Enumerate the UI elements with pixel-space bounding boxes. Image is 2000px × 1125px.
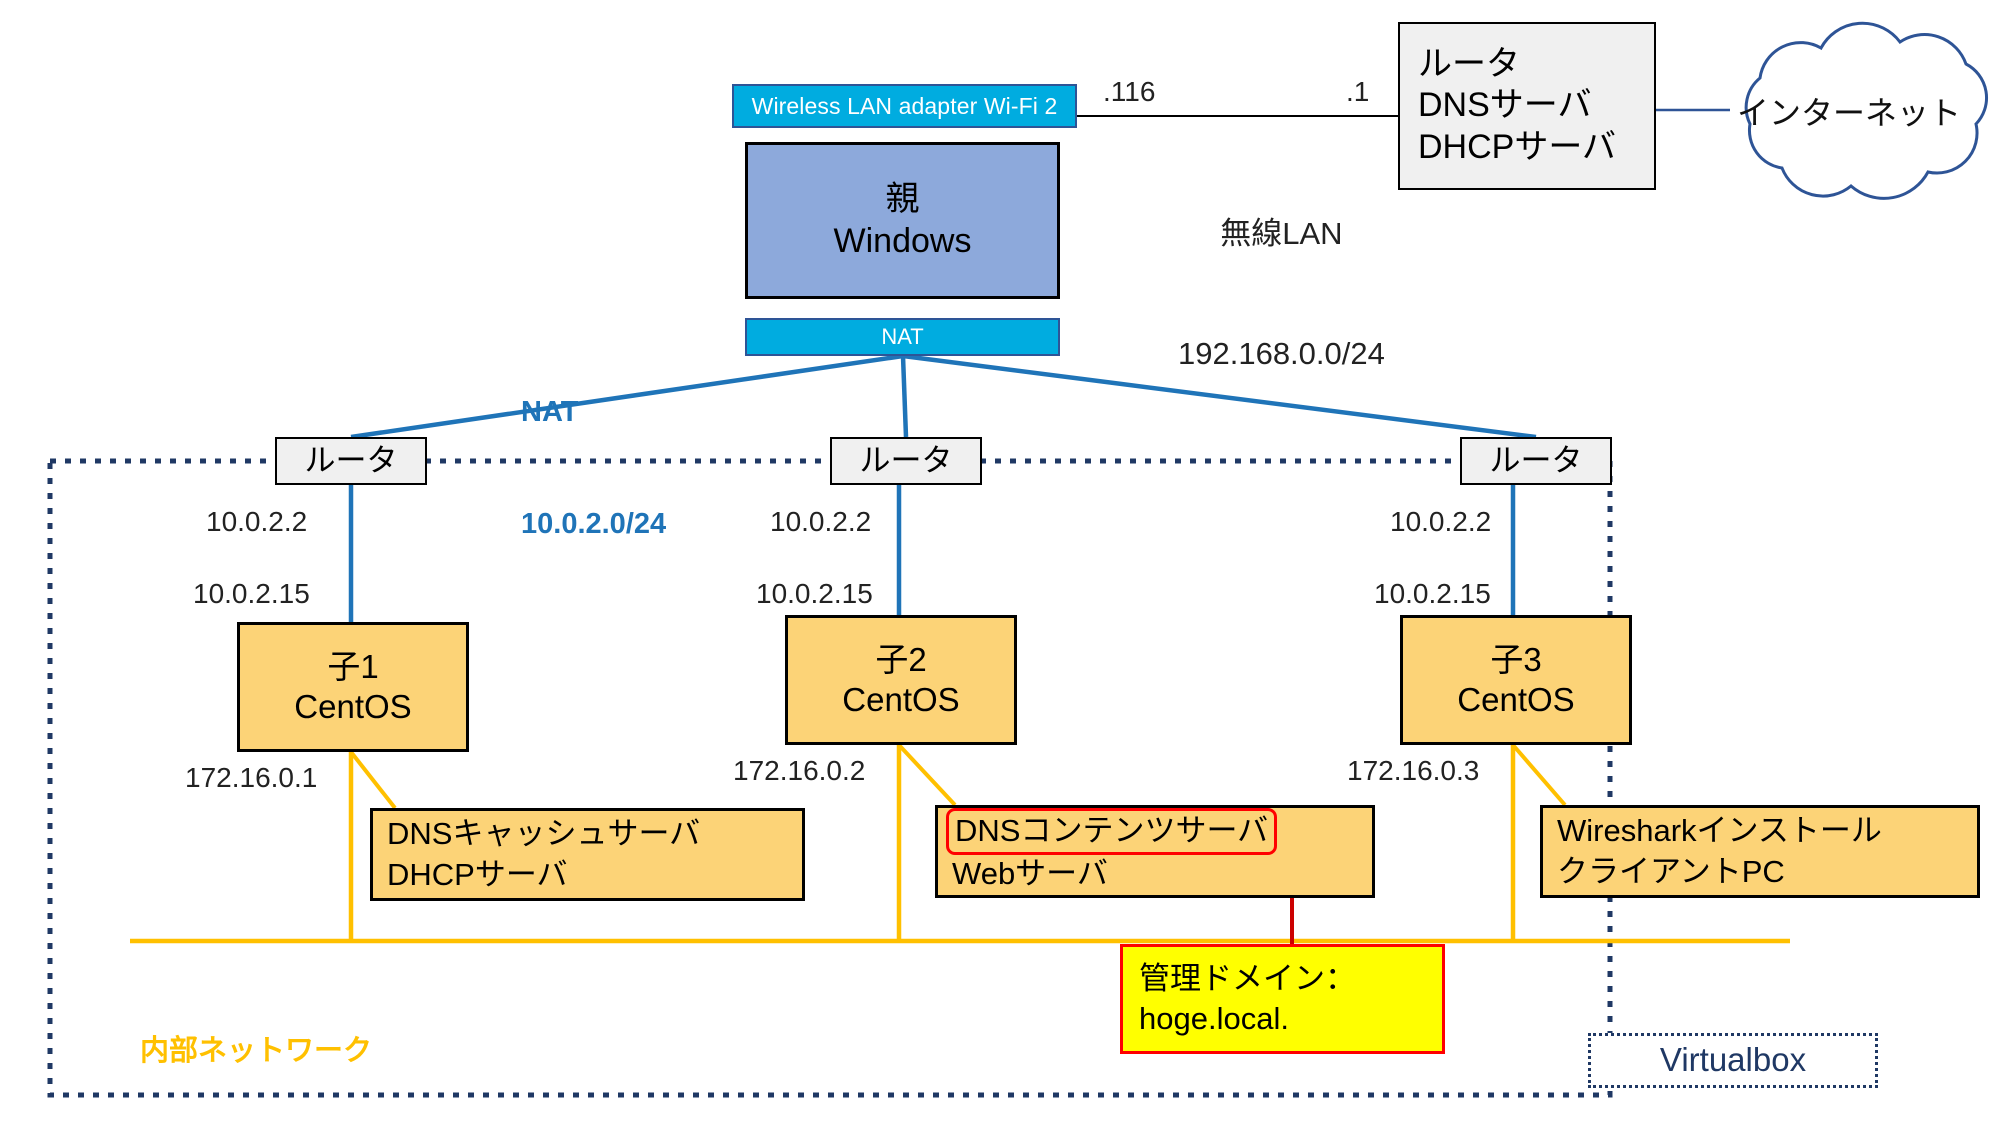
router-1-lan-ip: 10.0.2.15 [193, 578, 310, 609]
nat-adapter-chip[interactable]: NAT [745, 318, 1060, 356]
vm-router-2[interactable]: ルータ [830, 437, 982, 485]
vm-router-1[interactable]: ルータ [275, 437, 427, 485]
guest-vm-1-role-secondary: DHCPサーバ [387, 856, 568, 892]
nat-caption-name: NAT [521, 396, 579, 429]
wireless-lan-subnet: 192.168.0.0/24 [1178, 336, 1385, 372]
guest-vm-2-name: 子2 [875, 640, 927, 678]
guest-vm-1-internal-ip: 172.16.0.1 [185, 762, 318, 793]
guest-vm-1-roles-box[interactable]: DNSキャッシュサーバ DHCPサーバ [370, 808, 805, 901]
nat-to-router-1-link [350, 353, 904, 440]
guest-vm-2-internal-ip: 172.16.0.2 [733, 755, 866, 786]
vm-2-to-role-2-link [897, 743, 957, 807]
guest-vm-1-os: CentOS [294, 688, 412, 725]
virtualbox-label: Virtualbox [1659, 1041, 1807, 1079]
guest-vm-1[interactable]: 子1 CentOS [237, 622, 469, 752]
guest-vm-3-roles-box[interactable]: Wiresharkインストール クライアントPC [1540, 805, 1980, 898]
isp-router-role-router: ルータ [1418, 44, 1520, 83]
internet-label: インターネット [1737, 95, 1962, 131]
guest-vm-3-role-secondary: クライアントPC [1557, 853, 1785, 889]
vm-router-2-label: ルータ [859, 443, 953, 479]
vm-3-to-role-3-link [1511, 743, 1567, 807]
vm-1-to-role-1-link [349, 750, 397, 810]
isp-router-box[interactable]: ルータ DNSサーバ DHCPサーバ [1398, 22, 1656, 190]
wireless-lan-caption: 無線LAN 192.168.0.0/24 [1178, 133, 1385, 455]
internet-cloud [1744, 21, 1989, 200]
vm-router-3[interactable]: ルータ [1460, 437, 1612, 485]
guest-vm-2-role-primary-wrap: DNSコンテンツサーバ [946, 808, 1278, 855]
guest-vm-3-internal-ip: 172.16.0.3 [1347, 755, 1480, 786]
managed-domain-callout[interactable]: 管理ドメイン： hoge.local. [1120, 944, 1445, 1054]
vm-router-1-label: ルータ [304, 443, 398, 479]
router-3-lan-ip: 10.0.2.15 [1374, 578, 1491, 609]
guest-vm-3-name: 子3 [1490, 640, 1542, 678]
guest-vm-3[interactable]: 子3 CentOS [1400, 615, 1632, 745]
managed-domain-value: hoge.local. [1139, 1001, 1289, 1036]
guest-vm-2-roles-box[interactable]: DNSコンテンツサーバ Webサーバ [935, 805, 1375, 898]
host-name-jp: 親 [885, 180, 920, 219]
router-2-wan-ip: 10.0.2.2 [770, 506, 872, 537]
guest-vm-2-role-primary: DNSコンテンツサーバ [946, 808, 1278, 855]
nat-to-router-2-link [900, 355, 909, 438]
guest-vm-2[interactable]: 子2 CentOS [785, 615, 1017, 745]
internal-network-name: 内部ネットワーク [140, 1034, 373, 1067]
guest-vm-3-role-primary: Wiresharkインストール [1557, 813, 1882, 849]
nat-adapter-label: NAT [881, 323, 924, 349]
vm-router-3-label: ルータ [1489, 443, 1583, 479]
managed-domain-title: 管理ドメイン： [1139, 960, 1356, 996]
host-os-name: Windows [833, 221, 972, 260]
internal-network-caption: 内部ネットワーク 172.16.0.0/24 [140, 955, 372, 1125]
nat-to-router-3-link [902, 353, 1537, 440]
nat-caption-subnet: 10.0.2.0/24 [521, 507, 667, 540]
router-2-lan-ip: 10.0.2.15 [756, 578, 873, 609]
wireless-lan-adapter-label: Wireless LAN adapter Wi-Fi 2 [751, 92, 1058, 119]
isp-router-ip-suffix: .1 [1346, 76, 1370, 107]
guest-vm-2-os: CentOS [842, 681, 960, 718]
virtualbox-boundary-tag: Virtualbox [1588, 1033, 1878, 1088]
isp-router-role-dhcp: DHCPサーバ [1418, 127, 1616, 166]
guest-vm-2-role-secondary: Webサーバ [952, 855, 1108, 891]
nat-network-caption: NAT 10.0.2.0/24 [521, 320, 666, 617]
isp-router-role-dns: DNSサーバ [1418, 86, 1592, 125]
wireless-lan-adapter-chip[interactable]: Wireless LAN adapter Wi-Fi 2 [732, 84, 1077, 128]
wireless-lan-name: 無線LAN [1220, 215, 1343, 251]
host-windows-box[interactable]: 親 Windows [745, 142, 1060, 299]
router-1-wan-ip: 10.0.2.2 [206, 506, 308, 537]
host-wan-ip-suffix: .116 [1103, 76, 1156, 107]
router-3-wan-ip: 10.0.2.2 [1390, 506, 1492, 537]
guest-vm-3-os: CentOS [1457, 681, 1575, 718]
guest-vm-1-role-primary: DNSキャッシュサーバ [387, 816, 701, 852]
guest-vm-1-name: 子1 [327, 647, 379, 685]
